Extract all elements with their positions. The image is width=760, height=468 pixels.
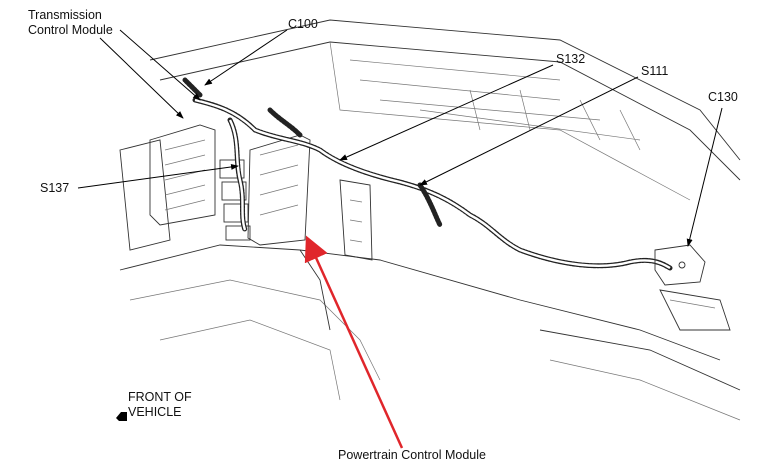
front-label-line1: FRONT OF <box>128 390 192 404</box>
front-label-line2: VEHICLE <box>128 405 182 419</box>
s137-label: S137 <box>40 181 70 195</box>
wiring-harness <box>182 77 706 286</box>
tcm-label-line1: Transmission <box>28 8 102 22</box>
front-of-vehicle-label: FRONT OF VEHICLE <box>128 390 192 420</box>
powertrain-control-module <box>219 134 311 246</box>
pcm-red-arrow <box>304 235 404 449</box>
tcm-label: Transmission Control Module <box>28 8 113 38</box>
vehicle-structure <box>119 19 741 421</box>
s132-label: S132 <box>556 52 586 66</box>
c100-label: C100 <box>288 17 318 31</box>
leader-lines <box>77 29 723 247</box>
tcm-label-line2: Control Module <box>28 23 113 37</box>
front-direction-arrow-icon <box>116 412 127 421</box>
pcm-label: Powertrain Control Module <box>338 448 486 462</box>
c130-label: C130 <box>708 90 738 104</box>
transmission-control-module <box>149 124 216 226</box>
s111-label: S111 <box>641 64 669 78</box>
